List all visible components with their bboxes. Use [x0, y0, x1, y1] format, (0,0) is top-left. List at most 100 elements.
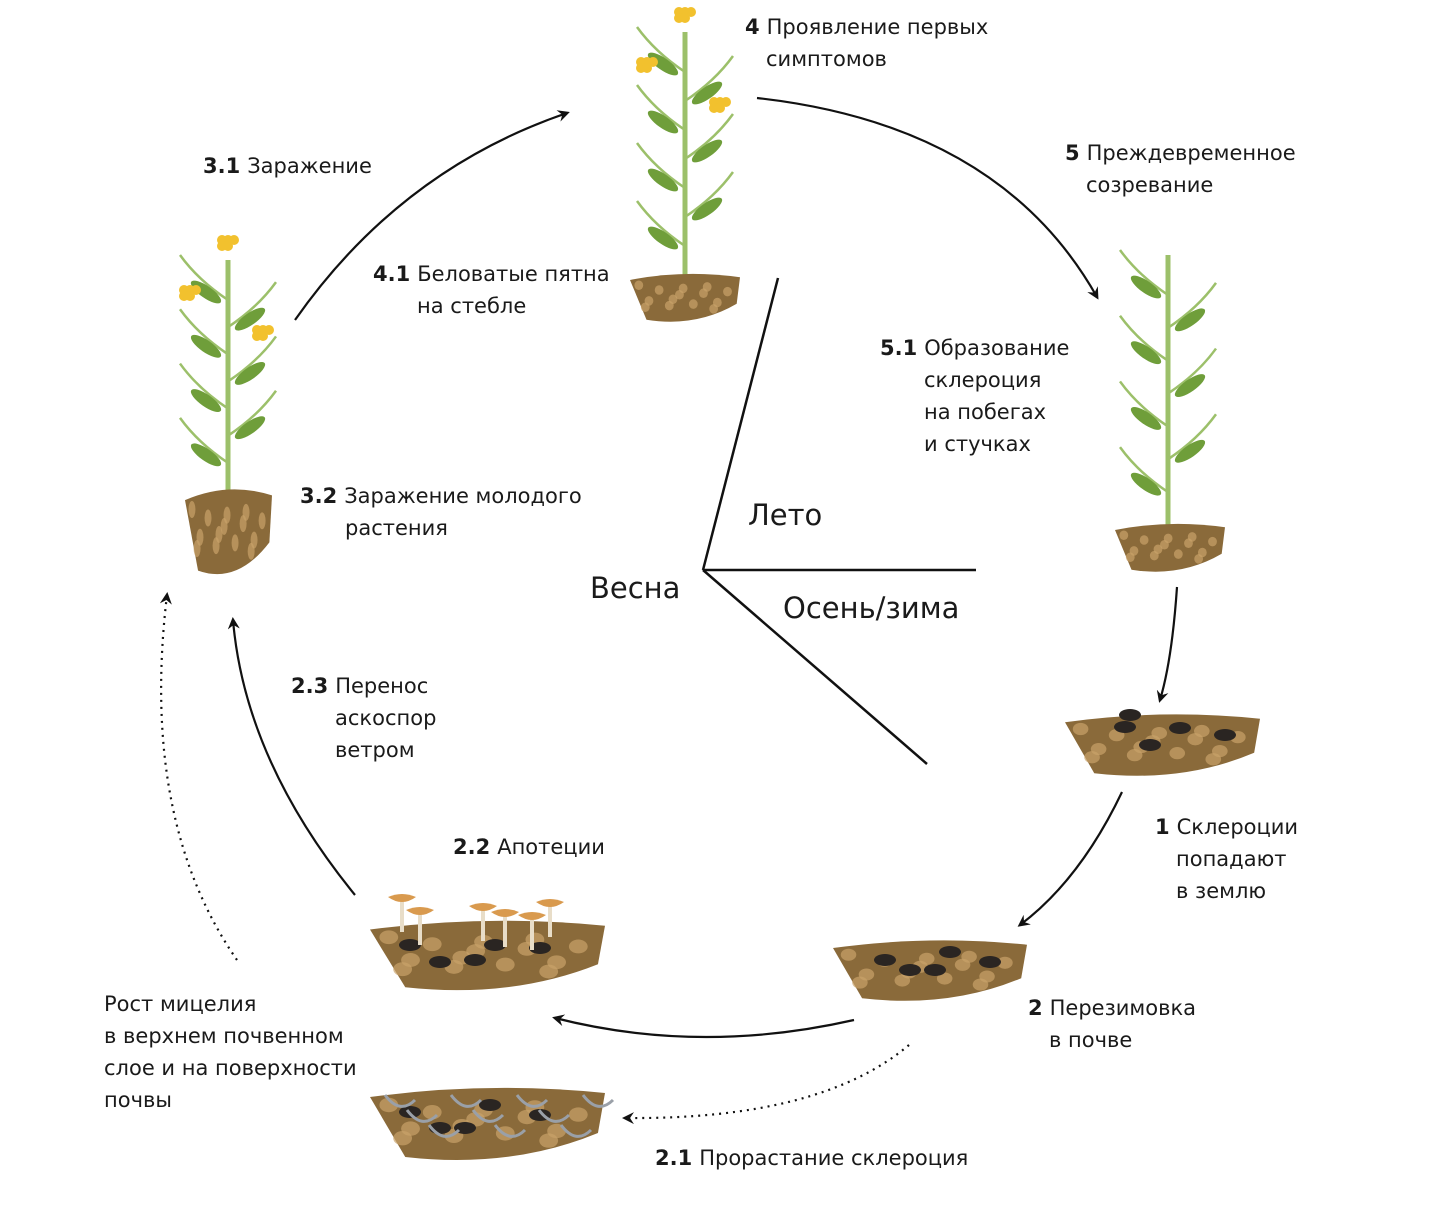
leaf-icon	[1130, 472, 1162, 496]
mycelium-icon	[471, 1109, 505, 1123]
branch-icon	[635, 84, 686, 132]
soil-grain	[1072, 722, 1089, 736]
label-line: и стучках	[880, 428, 1069, 460]
branch-icon	[1118, 314, 1169, 362]
flower-icon	[258, 331, 268, 341]
soil-grain	[1126, 749, 1143, 762]
leaf-icon	[234, 416, 266, 440]
branch-icon	[684, 113, 735, 161]
branch-icon	[227, 281, 278, 329]
branch-icon	[1118, 249, 1169, 297]
label-text: на стебле	[417, 294, 527, 318]
arrow-4-to-5	[756, 96, 1099, 300]
sclerotium-icon	[899, 964, 921, 976]
flower-icon	[715, 103, 725, 113]
label-line: растения	[300, 512, 582, 544]
branch-icon	[1167, 282, 1218, 329]
sclerotium-icon	[1169, 722, 1191, 734]
step-number: 2	[1028, 996, 1043, 1020]
label-line: на побегах	[880, 396, 1069, 428]
label-text: Апотеции	[497, 835, 605, 859]
arrow-2-to-21	[622, 1044, 910, 1125]
soil-grain	[495, 957, 515, 972]
step-number: 4.1	[373, 262, 411, 286]
sclerotium-icon	[429, 956, 451, 968]
arrow-5-to-1	[1156, 586, 1179, 703]
leaf-icon	[647, 110, 679, 134]
soil-grain	[1160, 540, 1169, 550]
label-text: в землю	[1176, 879, 1267, 903]
sclerotium-icon	[1214, 729, 1236, 741]
arrow-mycelium-to-32	[159, 592, 238, 961]
soil-grain	[1169, 747, 1186, 760]
sclerotium-icon	[874, 954, 896, 966]
soil-grain	[936, 972, 953, 985]
sclerotium-icon	[479, 1099, 501, 1111]
soil-grain	[247, 542, 255, 560]
step-number: 5	[1065, 141, 1080, 165]
branch-icon	[227, 389, 278, 437]
step-number: 5.1	[880, 336, 918, 360]
branch-icon	[1118, 446, 1169, 494]
soil-grain	[1194, 554, 1204, 564]
soil-grain	[664, 300, 674, 311]
mycelium-icon	[581, 1094, 615, 1108]
step-number: 3.2	[300, 484, 338, 508]
leaf-icon	[234, 307, 266, 331]
soil-grain	[379, 930, 399, 945]
step-number: 2.2	[453, 835, 491, 859]
leaf-icon	[190, 389, 222, 413]
soil-grain	[258, 512, 266, 530]
plant-premature	[1118, 249, 1218, 525]
branch-icon	[227, 335, 278, 383]
label-text: Прорастание склероция	[699, 1146, 969, 1170]
soil-grain	[1119, 530, 1129, 541]
leaf-icon	[1130, 341, 1162, 365]
soil-grain	[212, 537, 220, 555]
leaf-icon	[647, 226, 679, 250]
label-text: Преждевременное	[1086, 141, 1296, 165]
step-number: 3.1	[203, 154, 241, 178]
soil-grain	[1184, 538, 1193, 548]
label-text: на побегах	[924, 400, 1047, 424]
leaf-icon	[234, 361, 266, 385]
apothecium-icon	[406, 907, 434, 915]
season-spring: Весна	[590, 571, 681, 605]
sclerotium-icon	[1119, 709, 1141, 721]
soil-grain	[634, 280, 644, 291]
soil-grain	[654, 285, 664, 295]
arrow-3-to-4	[294, 110, 570, 321]
soil-grain	[1149, 550, 1159, 561]
label-line: симптомов	[745, 43, 988, 75]
label-line: аскоспор	[291, 702, 436, 734]
branch-icon	[1167, 347, 1218, 395]
branch-icon	[635, 26, 686, 74]
label-line: на стебле	[373, 290, 610, 322]
label-text: Беловатые пятна	[417, 262, 610, 286]
soil-grain	[204, 509, 212, 527]
soil-grain	[422, 937, 442, 952]
leaf-icon	[691, 139, 723, 163]
step-number: 2.3	[291, 674, 329, 698]
soil-grain	[539, 1133, 559, 1148]
label-text: аскоспор	[335, 706, 437, 730]
mycelium-icon	[405, 1109, 439, 1123]
apothecium-icon	[536, 899, 564, 907]
label-line: в верхнем почвенном	[104, 1020, 357, 1052]
label-text: и стучках	[924, 432, 1031, 456]
sclerotium-icon	[1139, 739, 1161, 751]
mycelium-icon	[493, 1124, 527, 1138]
label-text: Перенос	[335, 674, 429, 698]
soil-top	[630, 273, 740, 322]
